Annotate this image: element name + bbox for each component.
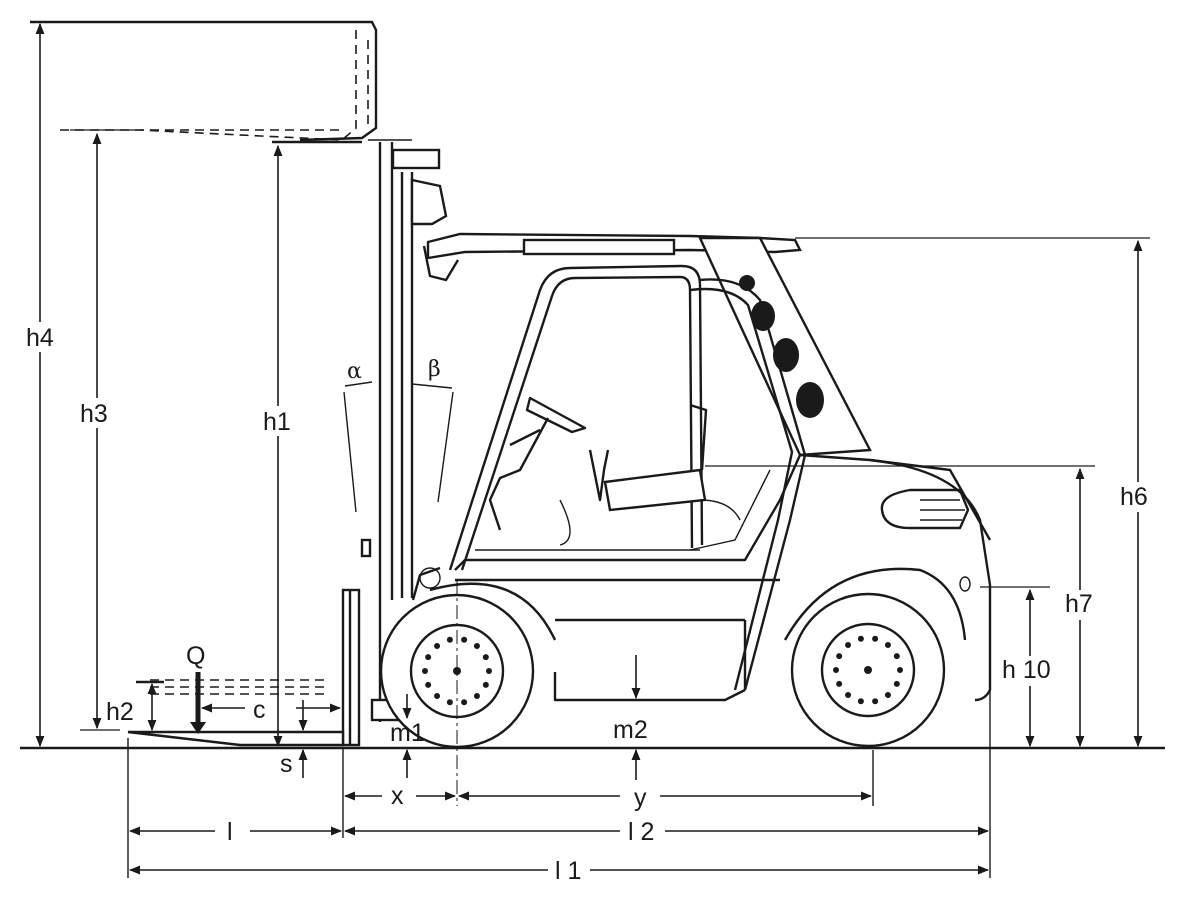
wheel-bolt	[486, 668, 492, 674]
label-h6: h6	[1120, 483, 1148, 511]
label-m2: m2	[613, 716, 648, 744]
wheel-bolt	[845, 641, 852, 648]
wheel-bolt	[836, 680, 843, 687]
label-l2: l 2	[628, 818, 654, 846]
wheel-bolt	[434, 693, 441, 700]
label-alpha: α	[347, 359, 362, 384]
dimension-h3	[70, 129, 140, 731]
raised-load-outline	[30, 20, 378, 144]
label-q: Q	[186, 642, 205, 670]
wheel-bolt	[461, 636, 468, 643]
label-x: x	[391, 782, 404, 810]
rear-wheel-bolts	[833, 635, 903, 705]
wheel-bolt	[482, 681, 489, 688]
label-h1: h1	[263, 408, 291, 436]
wheel-bolt	[845, 692, 852, 699]
chassis	[411, 453, 992, 702]
wheel-bolt	[446, 636, 453, 643]
label-c: c	[253, 696, 266, 724]
wheel-bolt	[836, 653, 843, 660]
rear-wheel	[783, 567, 967, 748]
wheel-bolt	[446, 699, 453, 706]
wheel-bolt	[857, 635, 864, 642]
wheel-bolt	[422, 668, 428, 674]
label-l1: l 1	[555, 857, 581, 885]
tilt-angle-lines	[343, 381, 454, 513]
label-h7: h7	[1065, 590, 1093, 618]
wheel-bolt	[434, 642, 441, 649]
wheel-bolt	[482, 654, 489, 661]
front-wheel	[379, 582, 557, 749]
mast	[360, 139, 448, 722]
label-beta: β	[428, 357, 441, 382]
wheel-bolt	[461, 699, 468, 706]
wheel-bolt	[872, 698, 879, 705]
label-y: y	[634, 784, 647, 812]
label-h3: h3	[80, 400, 108, 428]
wheel-bolt	[872, 635, 879, 642]
wheel-bolt	[473, 642, 480, 649]
load-arrow-q	[190, 672, 206, 734]
wheel-bolt	[833, 667, 839, 673]
wheel-bolt	[893, 653, 900, 660]
cab-frame	[448, 264, 807, 691]
label-s: s	[280, 750, 293, 778]
wheel-bolt	[857, 698, 864, 705]
label-h10: h 10	[1002, 656, 1051, 684]
label-h4: h4	[26, 324, 54, 352]
operator-station	[488, 396, 741, 546]
wheel-bolt	[897, 667, 903, 673]
wheel-bolt	[473, 693, 480, 700]
label-m1: m1	[390, 719, 425, 747]
lowered-load-outline	[136, 679, 330, 695]
wheel-bolt	[425, 681, 432, 688]
wheel-bolt	[425, 654, 432, 661]
label-l: l	[227, 818, 233, 846]
front-wheel-bolts	[422, 636, 492, 706]
wheel-bolt	[893, 680, 900, 687]
label-h2: h2	[106, 698, 134, 726]
wheel-bolt	[884, 692, 891, 699]
dimension-h4	[30, 21, 80, 748]
wheel-bolt	[884, 641, 891, 648]
